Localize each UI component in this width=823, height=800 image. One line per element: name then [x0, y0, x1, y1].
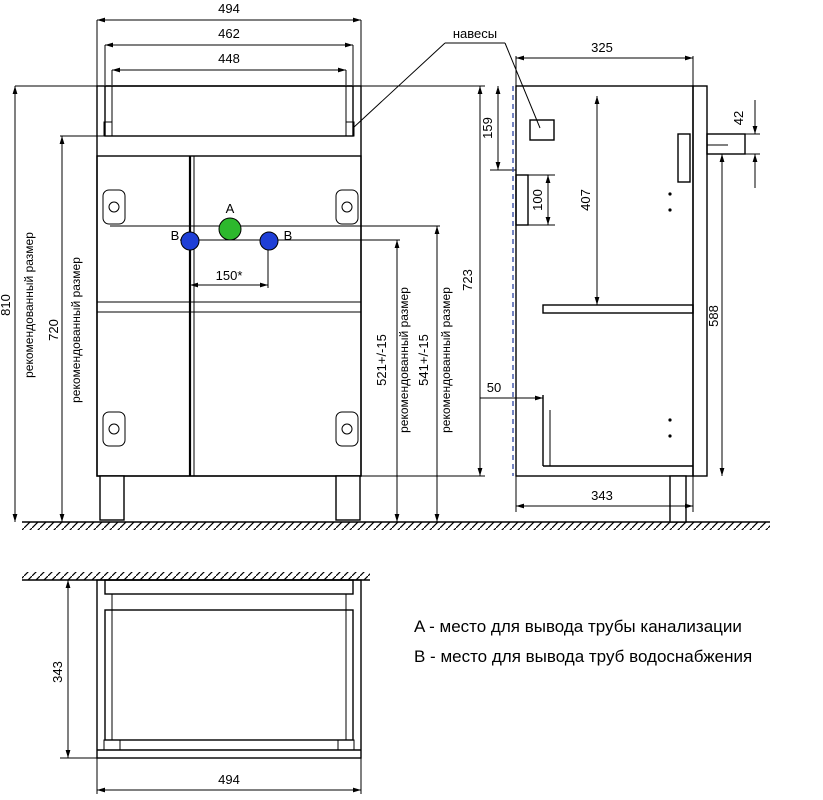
dim-label: 462 [218, 26, 240, 41]
dim-720: 720 рекомендованный размер [46, 135, 105, 522]
recommended-size-label: рекомендованный размер [69, 257, 83, 403]
dim-label: 159 [480, 117, 495, 139]
point-a-marker [218, 217, 242, 241]
dim-810: 810 рекомендованный размер [0, 85, 97, 522]
point-a-label: A [226, 201, 235, 216]
hinges-callout: навесы [352, 26, 541, 129]
dim-label: 50 [487, 380, 501, 395]
shelf [542, 304, 694, 314]
door-frame [96, 155, 362, 477]
dim-label: 723 [460, 269, 475, 291]
point-b-label-right: B [284, 228, 293, 243]
legend-item-b: B - место для вывода труб водоснабжения [414, 647, 752, 666]
plan-outline [96, 579, 362, 759]
dim-343-plan: 343 [50, 579, 97, 759]
point-b-marker-right [259, 231, 279, 251]
dim-494-top: 494 [96, 1, 362, 90]
dim-label: 407 [578, 189, 593, 211]
leg-left [99, 475, 125, 521]
dim-label: 521+/-15 [374, 334, 389, 386]
dim-label: 588 [706, 305, 721, 327]
leg-right [335, 475, 361, 521]
door-handle [677, 133, 691, 183]
dim-541: 541+/-15 рекомендованный размер [416, 226, 453, 522]
floor-front [22, 521, 770, 530]
dim-label: 541+/-15 [416, 334, 431, 386]
hinge-icon [102, 189, 126, 225]
side-leg [669, 475, 687, 523]
dim-448: 448 [111, 51, 347, 85]
point-b-marker-left [180, 231, 200, 251]
dim-50: 50 [480, 380, 543, 401]
dim-462: 462 [104, 26, 354, 85]
dim-42: 42 [731, 100, 760, 188]
dim-100: 100 [530, 175, 551, 225]
recommended-size-label: рекомендованный размер [397, 287, 411, 433]
hinge-plate [529, 119, 555, 141]
dim-label: 100 [530, 189, 545, 211]
point-b-label-left: B [171, 228, 180, 243]
side-view: 325 100 407 50 [480, 40, 760, 523]
dim-588: 588 [706, 144, 728, 476]
dim-label: 42 [731, 111, 746, 125]
top-drawer-panel [104, 85, 354, 137]
dim-343-side: 343 [515, 476, 694, 512]
dim-325: 325 [515, 40, 694, 86]
dim-label: 343 [591, 488, 613, 503]
wall-mount-bracket [706, 133, 746, 155]
dim-label: 810 [0, 294, 13, 316]
plan-view: 343 494 [22, 572, 370, 794]
legend: A - место для вывода трубы канализации B… [414, 617, 752, 666]
dim-407: 407 [578, 96, 600, 305]
hinges-label: навесы [453, 26, 497, 41]
dim-723: 723 [361, 85, 485, 477]
dim-label: 720 [46, 319, 61, 341]
front-view: 494 462 448 [0, 1, 541, 522]
hinge-icon [335, 189, 359, 225]
side-front-door [692, 85, 708, 477]
dim-label: 343 [50, 661, 65, 683]
legend-item-a: A - место для вывода трубы канализации [414, 617, 742, 636]
pipe-spacing-label: 150* [216, 268, 243, 283]
hinge-icon [335, 411, 359, 447]
dim-label: 494 [218, 1, 240, 16]
dim-159: 159 [480, 86, 516, 171]
dim-494-plan: 494 [96, 758, 362, 794]
dim-521: 521+/-15 рекомендованный размер [374, 240, 411, 522]
dim-label: 325 [591, 40, 613, 55]
recommended-size-label: рекомендованный размер [439, 287, 453, 433]
recommended-size-label: рекомендованный размер [22, 232, 36, 378]
dim-label: 494 [218, 772, 240, 787]
hinge-icon [102, 411, 126, 447]
dim-label: 448 [218, 51, 240, 66]
